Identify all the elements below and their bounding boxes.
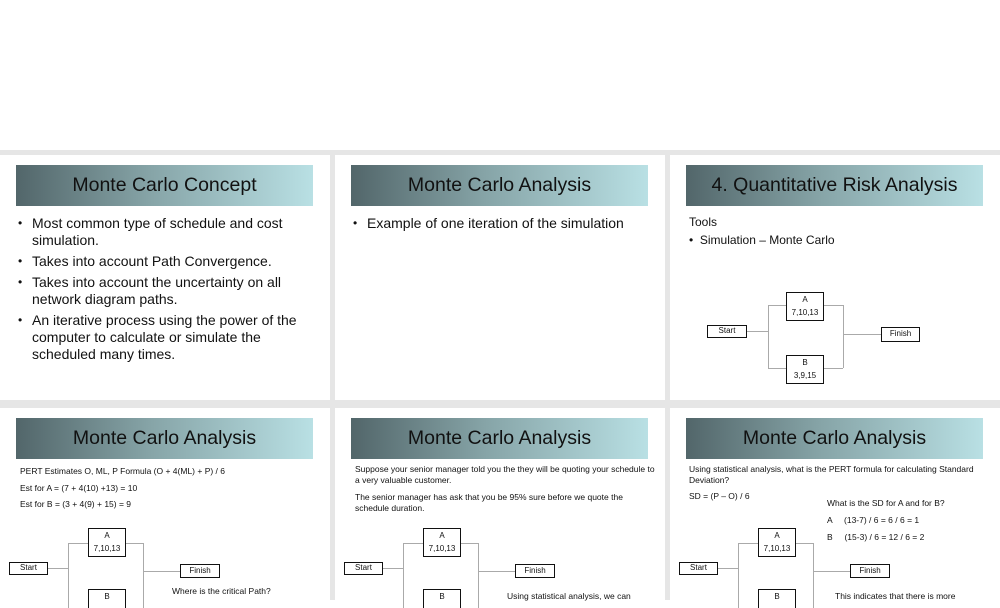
answer-b: B (15-3) / 6 = 12 / 6 = 2 bbox=[827, 532, 925, 542]
slide-title: Monte Carlo Analysis bbox=[686, 418, 983, 459]
note: This indicates that there is more bbox=[835, 591, 956, 601]
bullet: Most common type of schedule and cost si… bbox=[18, 215, 318, 249]
bullet: An iterative process using the power of … bbox=[18, 312, 318, 363]
text-line: Est for A = (7 + 4(10) +13) = 10 bbox=[20, 483, 138, 493]
slide-4[interactable]: Monte Carlo Analysis PERT Estimates O, M… bbox=[0, 408, 330, 608]
start-node: Start bbox=[707, 325, 747, 338]
bullet: Takes into account Path Convergence. bbox=[18, 253, 318, 270]
slide-3[interactable]: 4. Quantitative Risk Analysis Tools • Si… bbox=[670, 155, 1000, 400]
activity-b-node: B bbox=[423, 589, 461, 608]
bullet: Example of one iteration of the simulati… bbox=[353, 215, 653, 232]
text-line: Suppose your senior manager told you the… bbox=[355, 464, 655, 485]
finish-node: Finish bbox=[850, 564, 890, 578]
tools-heading: Tools bbox=[689, 215, 718, 229]
text-line: The senior manager has ask that you be 9… bbox=[355, 492, 623, 513]
bullet-list: Most common type of schedule and cost si… bbox=[18, 215, 318, 367]
slide-title: Monte Carlo Analysis bbox=[16, 418, 313, 459]
slide-title: Monte Carlo Analysis bbox=[351, 165, 648, 206]
slide-title: Monte Carlo Concept bbox=[16, 165, 313, 206]
slide-5[interactable]: Monte Carlo Analysis Suppose your senior… bbox=[335, 408, 665, 608]
slide-2[interactable]: Monte Carlo Analysis Example of one iter… bbox=[335, 155, 665, 400]
slide-title: 4. Quantitative Risk Analysis bbox=[686, 165, 983, 206]
finish-node: Finish bbox=[515, 564, 555, 578]
text-line: Est for B = (3 + 4(9) + 15) = 9 bbox=[20, 499, 132, 509]
bullet: • Simulation – Monte Carlo bbox=[689, 233, 835, 247]
finish-node: Finish bbox=[881, 327, 920, 342]
start-node: Start bbox=[344, 562, 383, 575]
slide-sorter: Monte Carlo Concept Most common type of … bbox=[0, 150, 1000, 608]
note: Where is the critical Path? bbox=[172, 586, 271, 596]
slide-title: Monte Carlo Analysis bbox=[351, 418, 648, 459]
answer-a: A (13-7) / 6 = 6 / 6 = 1 bbox=[827, 515, 920, 525]
text-line: PERT Estimates O, ML, P Formula (O + 4(M… bbox=[20, 466, 226, 476]
sd-formula: SD = (P – O) / 6 bbox=[689, 491, 750, 501]
bullet: Takes into account the uncertainty on al… bbox=[18, 274, 318, 308]
bullet-text: Simulation – Monte Carlo bbox=[699, 233, 835, 247]
slide-6[interactable]: Monte Carlo Analysis Using statistical a… bbox=[670, 408, 1000, 608]
activity-b-node: B bbox=[88, 589, 126, 608]
text-line: Using statistical analysis, what is the … bbox=[689, 464, 974, 485]
question: What is the SD for A and for B? bbox=[827, 498, 945, 508]
activity-b-node: B bbox=[758, 589, 796, 608]
slide-1[interactable]: Monte Carlo Concept Most common type of … bbox=[0, 155, 330, 400]
start-node: Start bbox=[9, 562, 48, 575]
start-node: Start bbox=[679, 562, 718, 575]
note: Using statistical analysis, we can bbox=[507, 591, 631, 601]
finish-node: Finish bbox=[180, 564, 220, 578]
bullet-list: Example of one iteration of the simulati… bbox=[353, 215, 653, 236]
